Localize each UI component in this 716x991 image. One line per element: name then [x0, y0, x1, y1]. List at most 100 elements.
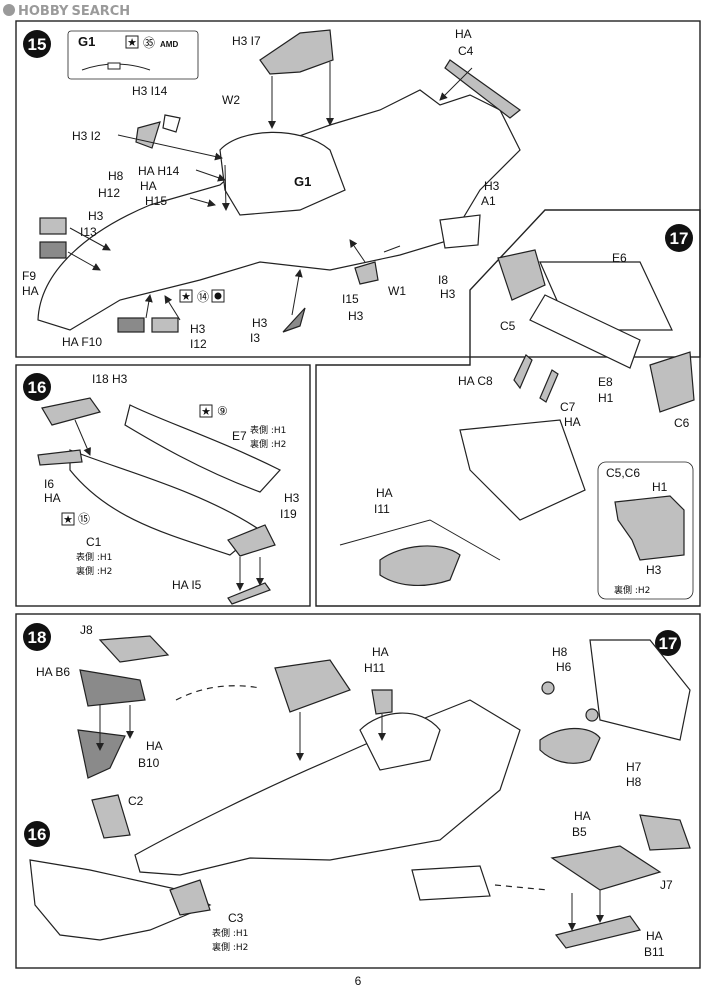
- label-e7: E7: [232, 429, 247, 443]
- step-18-ref-17: 17: [659, 634, 678, 653]
- part-i14: [162, 114, 181, 133]
- label-e8-b: H1: [598, 391, 614, 405]
- label-c3-front: 表側 :H1: [212, 927, 248, 939]
- label-i14: H3 I14: [132, 84, 168, 98]
- detail-h1: H1: [652, 480, 668, 494]
- label-h6-a: H8: [552, 645, 568, 659]
- cockpit-area: [359, 712, 441, 771]
- part-h6: [541, 681, 555, 695]
- label-h15-b: H15: [145, 194, 167, 208]
- part-b6: [79, 669, 146, 707]
- svg-text:★: ★: [181, 290, 191, 303]
- car-main-body: [134, 699, 521, 876]
- inset-color-no: ㉟: [143, 36, 155, 50]
- label-color-14: ⑭: [197, 290, 209, 304]
- label-h11-a: HA: [372, 645, 389, 659]
- star-icon: ★: [199, 404, 213, 418]
- label-h7-b: H8: [626, 775, 642, 789]
- label-c6: C6: [674, 416, 690, 430]
- arrow: [221, 164, 230, 211]
- part-c6: [649, 351, 695, 413]
- label-e7-back: 裏側 :H2: [250, 438, 286, 450]
- color-swatch-icon: [211, 289, 225, 303]
- step-16-panel: 16 I18 H3 ★ ⑨ E7 表側 :H1 裏側 :H2 I6 HA ★ ⑮…: [15, 364, 311, 607]
- part-i15: [354, 261, 379, 285]
- arrow: [144, 294, 153, 319]
- part-h7: [585, 708, 599, 722]
- part-b5: [550, 845, 662, 891]
- rear-wing-assembly: [459, 419, 586, 521]
- label-j8: J8: [80, 623, 93, 637]
- diffuser-part: [539, 727, 601, 764]
- star-icon: ★: [61, 512, 75, 526]
- detail-back-h2: 裏側 :H2: [614, 584, 650, 596]
- label-i12-b: I12: [190, 337, 207, 351]
- part-h11: [371, 689, 393, 715]
- label-b5-b: B5: [572, 825, 587, 839]
- label-c5: C5: [500, 319, 516, 333]
- part-c2: [91, 794, 131, 839]
- decal-inset-box: [67, 30, 199, 80]
- step-17-number: 17: [670, 229, 689, 248]
- part-j8: [98, 635, 170, 663]
- arrow: [439, 67, 473, 101]
- step-15-panel: 15 G1 ★ ㉟ AMD: [15, 20, 701, 358]
- part-w1: [383, 245, 401, 253]
- part-i11: [379, 545, 461, 586]
- label-i11-b: I11: [374, 502, 390, 516]
- label-c1-front: 表側 :H1: [76, 551, 112, 563]
- step-15-badge: [23, 30, 51, 58]
- label-i6-b: HA: [44, 491, 61, 505]
- svg-text:★: ★: [63, 513, 73, 526]
- arrow: [349, 239, 366, 263]
- page-number: 6: [355, 974, 362, 988]
- dashed-leader: [175, 685, 261, 701]
- label-i11-a: HA: [376, 486, 393, 500]
- part-c3: [169, 879, 211, 916]
- rear-wing-ref: [589, 639, 691, 741]
- inset-amd-text: AMD: [160, 40, 178, 49]
- label-i15-b: H3: [348, 309, 364, 323]
- label-b6: HA B6: [36, 665, 70, 679]
- label-f9-a: F9: [22, 269, 36, 283]
- part-i12: [151, 317, 179, 333]
- label-b10-a: HA: [146, 739, 163, 753]
- step-18-ref-16: 16: [28, 825, 47, 844]
- label-i18: I18 H3: [92, 372, 128, 386]
- label-i2: H3 I2: [72, 129, 101, 143]
- label-c3: C3: [228, 911, 244, 925]
- label-g1: G1: [294, 174, 311, 189]
- label-h12-b: H12: [98, 186, 120, 200]
- label-h15-a: HA: [140, 179, 157, 193]
- step-18-frame: [15, 613, 701, 969]
- label-f9-b: HA: [22, 284, 39, 298]
- label-c3-back: 裏側 :H2: [212, 941, 248, 953]
- detail-wing-endplate: [614, 495, 685, 561]
- label-c7-b: HA: [564, 415, 581, 429]
- label-e6: E6: [612, 251, 627, 265]
- label-color-15: ⑮: [78, 512, 90, 526]
- label-c4-b: C4: [458, 44, 474, 58]
- step-18-ref-17-badge: [655, 630, 681, 656]
- arrow: [69, 227, 111, 251]
- arrow: [189, 197, 216, 207]
- star-icon: ★: [179, 289, 193, 303]
- label-h6-b: H6: [556, 660, 572, 674]
- cockpit-surround: [219, 131, 346, 216]
- step-18-panel: 18 17 16 J8 HA B6 HA: [15, 613, 701, 969]
- label-h7-a: H7: [626, 760, 642, 774]
- label-w2: W2: [222, 93, 240, 107]
- label-i13-a: H3: [88, 209, 104, 223]
- label-i8-a: I8: [438, 273, 448, 287]
- label-e8-a: E8: [598, 375, 613, 389]
- detail-title: C5,C6: [606, 466, 640, 480]
- label-b11-b: B11: [644, 945, 665, 959]
- part-i3: [282, 307, 306, 333]
- part-i2: [135, 121, 161, 149]
- label-i8-b: H3: [440, 287, 456, 301]
- engine-cover-piece: [411, 865, 491, 901]
- step-15-frame: [15, 20, 701, 358]
- label-color-9: ⑨: [217, 404, 228, 418]
- step-16-badge: [23, 373, 51, 401]
